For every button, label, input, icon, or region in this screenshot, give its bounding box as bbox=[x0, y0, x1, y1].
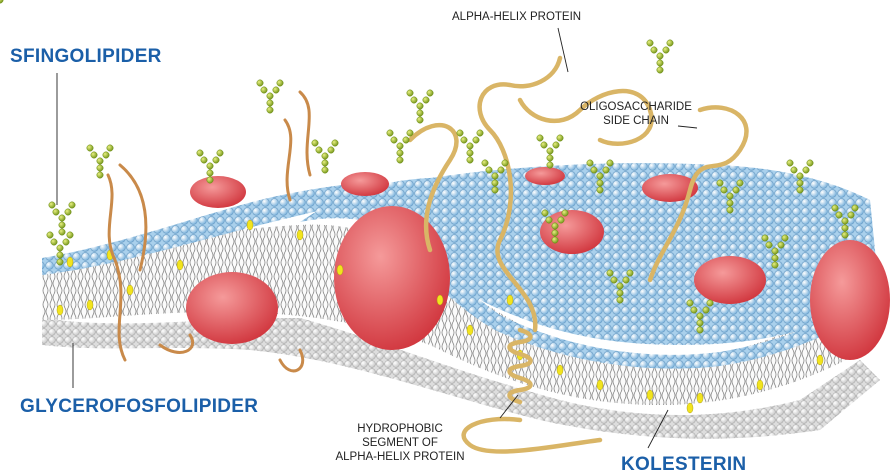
label-kolesterin: KOLESTERIN bbox=[621, 454, 746, 476]
label-glycerofosfolipider: GLYCEROFOSFOLIPIDER bbox=[20, 396, 258, 418]
oligosaccharide-line2: SIDE CHAIN bbox=[566, 114, 706, 128]
hydrophobic-line1: HYDROPHOBIC bbox=[322, 422, 478, 436]
label-alpha-helix-protein: ALPHA-HELIX PROTEIN bbox=[452, 10, 581, 24]
label-sfingolipider: SFINGOLIPIDER bbox=[10, 46, 162, 68]
label-oligosaccharide-side-chain: OLIGOSACCHARIDE SIDE CHAIN bbox=[566, 100, 706, 128]
hydrophobic-line3: ALPHA-HELIX PROTEIN bbox=[322, 450, 478, 464]
hydrophobic-line2: SEGMENT OF bbox=[322, 436, 478, 450]
label-hydrophobic-segment: HYDROPHOBIC SEGMENT OF ALPHA-HELIX PROTE… bbox=[322, 422, 478, 464]
oligosaccharide-line1: OLIGOSACCHARIDE bbox=[566, 100, 706, 114]
